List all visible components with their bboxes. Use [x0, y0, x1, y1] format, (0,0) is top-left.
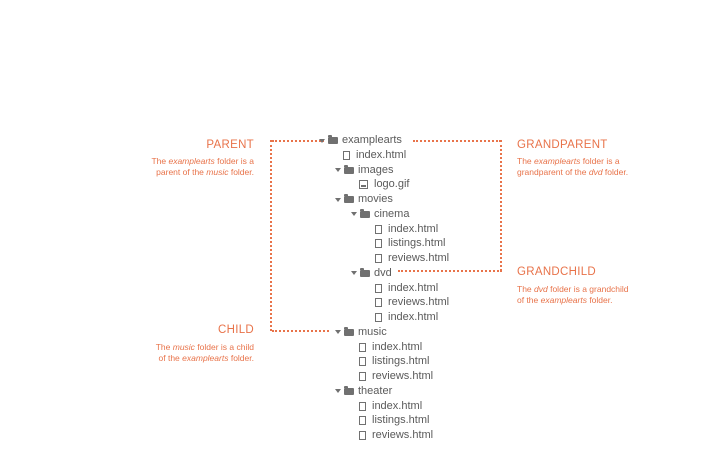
folder-row[interactable]: cinema: [351, 207, 409, 222]
parent-description: The examplearts folder is a parent of th…: [151, 156, 254, 177]
chevron-down-icon[interactable]: [319, 138, 325, 143]
file-row[interactable]: index.html: [375, 281, 438, 296]
tree-item-label: listings.html: [388, 237, 446, 250]
grandparent-heading: GRANDPARENT: [517, 139, 608, 151]
folder-icon: [360, 267, 370, 277]
file-row[interactable]: reviews.html: [359, 428, 433, 443]
tree-item-label: index.html: [372, 399, 423, 412]
grandparent-grandchild-connector: [500, 140, 502, 271]
child-connector-bottom: [272, 330, 329, 332]
tree-item-label: reviews.html: [388, 252, 450, 264]
tree-item-label: cinema: [374, 207, 410, 220]
file-row[interactable]: reviews.html: [359, 369, 433, 384]
file-row[interactable]: reviews.html: [375, 295, 449, 310]
file-row[interactable]: index.html: [343, 148, 406, 163]
chevron-down-icon[interactable]: [351, 271, 357, 276]
file-row[interactable]: listings.html: [375, 236, 445, 251]
child-description: The music folder is a child of the examp…: [155, 342, 254, 363]
chevron-down-icon[interactable]: [351, 212, 357, 217]
file-icon: [343, 150, 350, 160]
grandchild-connector-bottom: [398, 270, 502, 272]
tree-item-label: reviews.html: [372, 370, 434, 382]
folder-icon: [344, 326, 354, 336]
folder-icon: [328, 135, 338, 144]
tree-item-label: listings.html: [372, 414, 430, 427]
file-icon: [375, 313, 382, 322]
image-file-icon: [359, 180, 368, 190]
tree-item-label: movies: [358, 193, 393, 205]
tree-item-label: images: [358, 163, 394, 176]
file-row[interactable]: logo.gif: [359, 177, 409, 192]
file-icon: [375, 239, 382, 249]
chevron-down-icon[interactable]: [335, 197, 341, 202]
file-icon: [359, 357, 366, 367]
file-row[interactable]: index.html: [375, 222, 438, 237]
file-icon: [359, 401, 366, 411]
tree-item-label: listings.html: [372, 355, 430, 368]
tree-item-label: logo.gif: [374, 178, 410, 191]
file-row[interactable]: listings.html: [359, 413, 429, 428]
tree-item-label: index.html: [388, 281, 439, 294]
tree-item-label: theater: [358, 384, 393, 397]
tree-item-label: reviews.html: [372, 429, 434, 441]
tree-item-label: music: [358, 325, 387, 338]
file-icon: [375, 298, 382, 308]
file-icon: [375, 254, 382, 263]
folder-row[interactable]: movies: [335, 192, 393, 207]
tree-item-label: index.html: [356, 148, 407, 161]
tree-item-label: examplearts: [342, 134, 402, 146]
file-icon: [375, 224, 382, 234]
folder-icon: [344, 385, 354, 395]
parent-connector-top: [272, 140, 324, 142]
chevron-down-icon[interactable]: [335, 168, 341, 172]
tree-item-label: index.html: [388, 311, 439, 323]
child-heading: CHILD: [217, 324, 254, 336]
folder-row[interactable]: theater: [335, 384, 392, 399]
parent-child-connector: [270, 140, 272, 331]
tree-item-label: index.html: [372, 340, 423, 353]
grandparent-description: The examplearts folder is a grandparent …: [517, 156, 629, 177]
chevron-down-icon[interactable]: [335, 389, 341, 394]
folder-icon: [344, 164, 354, 174]
file-icon: [375, 283, 382, 293]
tree-item-label: index.html: [388, 222, 439, 235]
file-row[interactable]: index.html: [359, 340, 422, 355]
folder-row[interactable]: images: [335, 163, 393, 178]
folder-icon: [360, 208, 370, 218]
grandparent-connector-top: [413, 140, 501, 142]
folder-row[interactable]: dvd: [351, 266, 392, 281]
tree-item-label: dvd: [374, 266, 392, 279]
grandchild-heading: GRANDCHILD: [517, 266, 597, 278]
file-row[interactable]: listings.html: [359, 354, 429, 369]
file-icon: [359, 342, 366, 352]
folder-row[interactable]: music: [335, 325, 387, 340]
file-icon: [359, 431, 366, 440]
chevron-down-icon[interactable]: [335, 330, 341, 335]
file-icon: [359, 372, 366, 381]
file-row[interactable]: reviews.html: [375, 251, 449, 266]
grandchild-description: The dvd folder is a grandchild of the ex…: [517, 284, 629, 305]
tree-item-label: reviews.html: [388, 296, 450, 309]
file-row[interactable]: index.html: [359, 399, 422, 414]
parent-heading: PARENT: [206, 139, 254, 151]
folder-row[interactable]: examplearts: [319, 133, 402, 148]
folder-icon: [344, 194, 354, 203]
file-icon: [359, 416, 366, 426]
file-row[interactable]: index.html: [375, 310, 438, 325]
